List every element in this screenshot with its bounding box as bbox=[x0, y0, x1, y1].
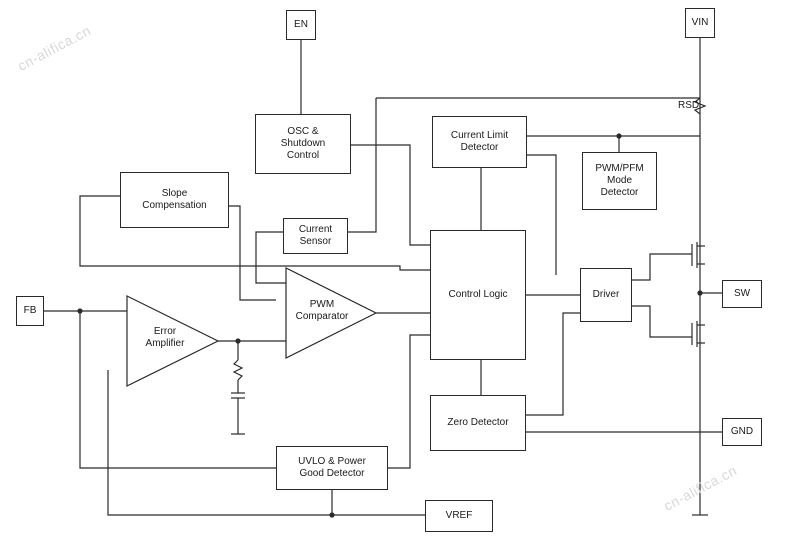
vin-pin: VIN bbox=[685, 8, 715, 38]
rsd-label: RSD bbox=[678, 100, 700, 111]
uvlo-power-good-detector: UVLO & Power Good Detector bbox=[276, 446, 388, 490]
current-limit-detector: Current Limit Detector bbox=[432, 116, 527, 168]
pwm-comparator-triangle bbox=[285, 267, 378, 359]
error-amplifier-label: Error Amplifier bbox=[145, 326, 185, 349]
pwm-pfm-mode-detector: PWM/PFM Mode Detector bbox=[582, 152, 657, 210]
pwm-comparator-label: PWM Comparator bbox=[295, 299, 349, 322]
zero-detector: Zero Detector bbox=[430, 395, 526, 451]
osc-shutdown-control: OSC & Shutdown Control bbox=[255, 114, 351, 174]
sw-pin: SW bbox=[722, 280, 762, 308]
en-pin: EN bbox=[286, 10, 316, 40]
slope-compensation: Slope Compensation bbox=[120, 172, 229, 228]
fb-pin: FB bbox=[16, 296, 44, 326]
gnd-pin: GND bbox=[722, 418, 762, 446]
driver: Driver bbox=[580, 268, 632, 322]
vref-box: VREF bbox=[425, 500, 493, 532]
control-logic: Control Logic bbox=[430, 230, 526, 360]
error-amplifier-triangle bbox=[126, 295, 220, 387]
current-sensor: Current Sensor bbox=[283, 218, 348, 254]
